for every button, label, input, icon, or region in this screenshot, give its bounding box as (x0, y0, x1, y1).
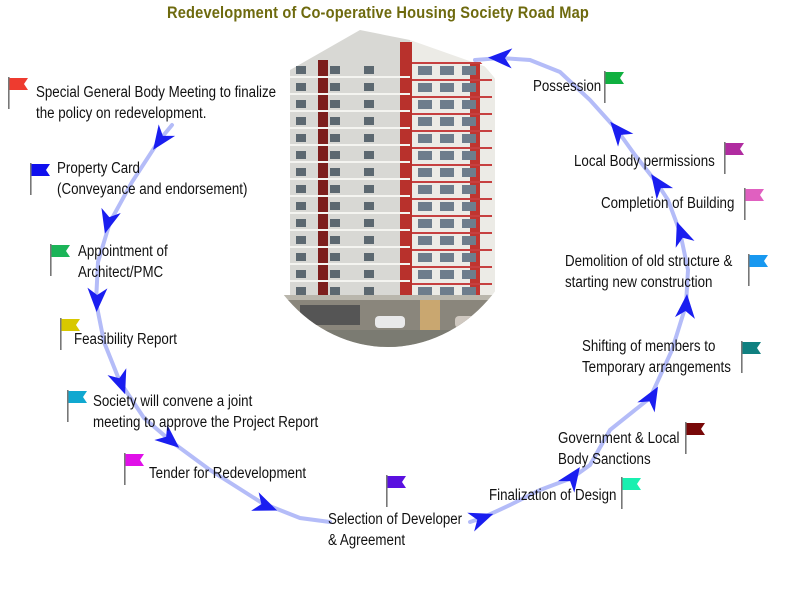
route-arrows (87, 48, 695, 532)
flag-icon (60, 318, 80, 350)
arrow-icon (610, 121, 634, 147)
roadmap-step: Demolition of old structure & starting ne… (565, 252, 732, 293)
step-label-line: Tender for Redevelopment (149, 465, 307, 482)
roadmap-step: Property Card (Conveyance and endorsement… (57, 159, 247, 200)
arrow-icon (101, 207, 121, 234)
flag-icon (386, 475, 406, 507)
step-label-line: Feasibility Report (74, 331, 177, 348)
roadmap-step: Finalization of Design (489, 486, 616, 507)
step-label-line: Demolition of old structure & (565, 253, 733, 270)
arrow-icon (87, 287, 108, 312)
flag-icon (685, 422, 705, 454)
step-label-line: (Conveyance and endorsement) (57, 180, 248, 198)
arrow-icon (557, 467, 580, 493)
step-label-line: Finalization of Design (489, 487, 617, 504)
step-label-line: Special General Body Meeting to finalize (36, 84, 277, 101)
arrow-icon (488, 48, 513, 69)
flag-icon (67, 390, 87, 422)
flag-icon (724, 142, 744, 174)
step-label-line: Possession (533, 78, 602, 95)
arrow-icon (674, 294, 695, 319)
step-label-line: Society will convene a joint (93, 393, 253, 410)
arrow-icon (107, 368, 127, 395)
step-label-line: Local Body permissions (574, 153, 715, 170)
roadmap-step: Tender for Redevelopment (149, 464, 306, 485)
step-label-line: Government & Local (558, 430, 680, 447)
step-label-line: Completion of Building (601, 195, 735, 212)
step-label-line: Body Sanctions (558, 450, 651, 468)
flag-icon (744, 188, 764, 220)
roadmap-step: Possession (533, 77, 601, 98)
step-label-line: Temporary arrangements (582, 358, 731, 376)
roadmap-step: Society will convene a joint meeting to a… (93, 392, 318, 433)
roadmap-step: Selection of Developer & Agreement (328, 510, 462, 551)
roadmap-step: Appointment of Architect/PMC (78, 242, 168, 283)
step-label-line: Architect/PMC (78, 263, 164, 281)
step-label-line: Property Card (57, 160, 140, 177)
flag-icon (50, 244, 70, 276)
arrow-icon (637, 386, 658, 413)
roadmap-step: Shifting of members to Temporary arrangem… (582, 337, 731, 378)
flag-icon (8, 77, 28, 109)
arrow-icon (154, 424, 180, 448)
roadmap-step: Local Body permissions (574, 152, 715, 173)
flag-icon (748, 254, 768, 286)
step-label-line: & Agreement (328, 531, 406, 549)
flag-icon (621, 477, 641, 509)
flag-icon (30, 163, 50, 195)
step-label-line: Selection of Developer (328, 511, 463, 528)
arrow-icon (651, 174, 674, 200)
arrow-icon (675, 221, 695, 248)
step-label-line: Appointment of (78, 243, 168, 260)
step-label-line: meeting to approve the Project Report (93, 413, 319, 431)
flag-icon (741, 341, 761, 373)
roadmap-step: Special General Body Meeting to finalize… (36, 83, 276, 124)
roadmap-step: Feasibility Report (74, 330, 177, 351)
arrow-icon (251, 492, 278, 511)
step-label-line: the policy on redevelopment. (36, 104, 207, 122)
step-label-line: Shifting of members to (582, 338, 716, 355)
arrow-icon (467, 512, 494, 532)
arrow-icon (153, 124, 176, 150)
roadmap-step: Completion of Building (601, 194, 734, 215)
page-title: Redevelopment of Co-operative Housing So… (167, 3, 589, 22)
step-label-line: starting new construction (565, 273, 713, 291)
flag-icon (604, 71, 624, 103)
flag-icon (124, 453, 144, 485)
